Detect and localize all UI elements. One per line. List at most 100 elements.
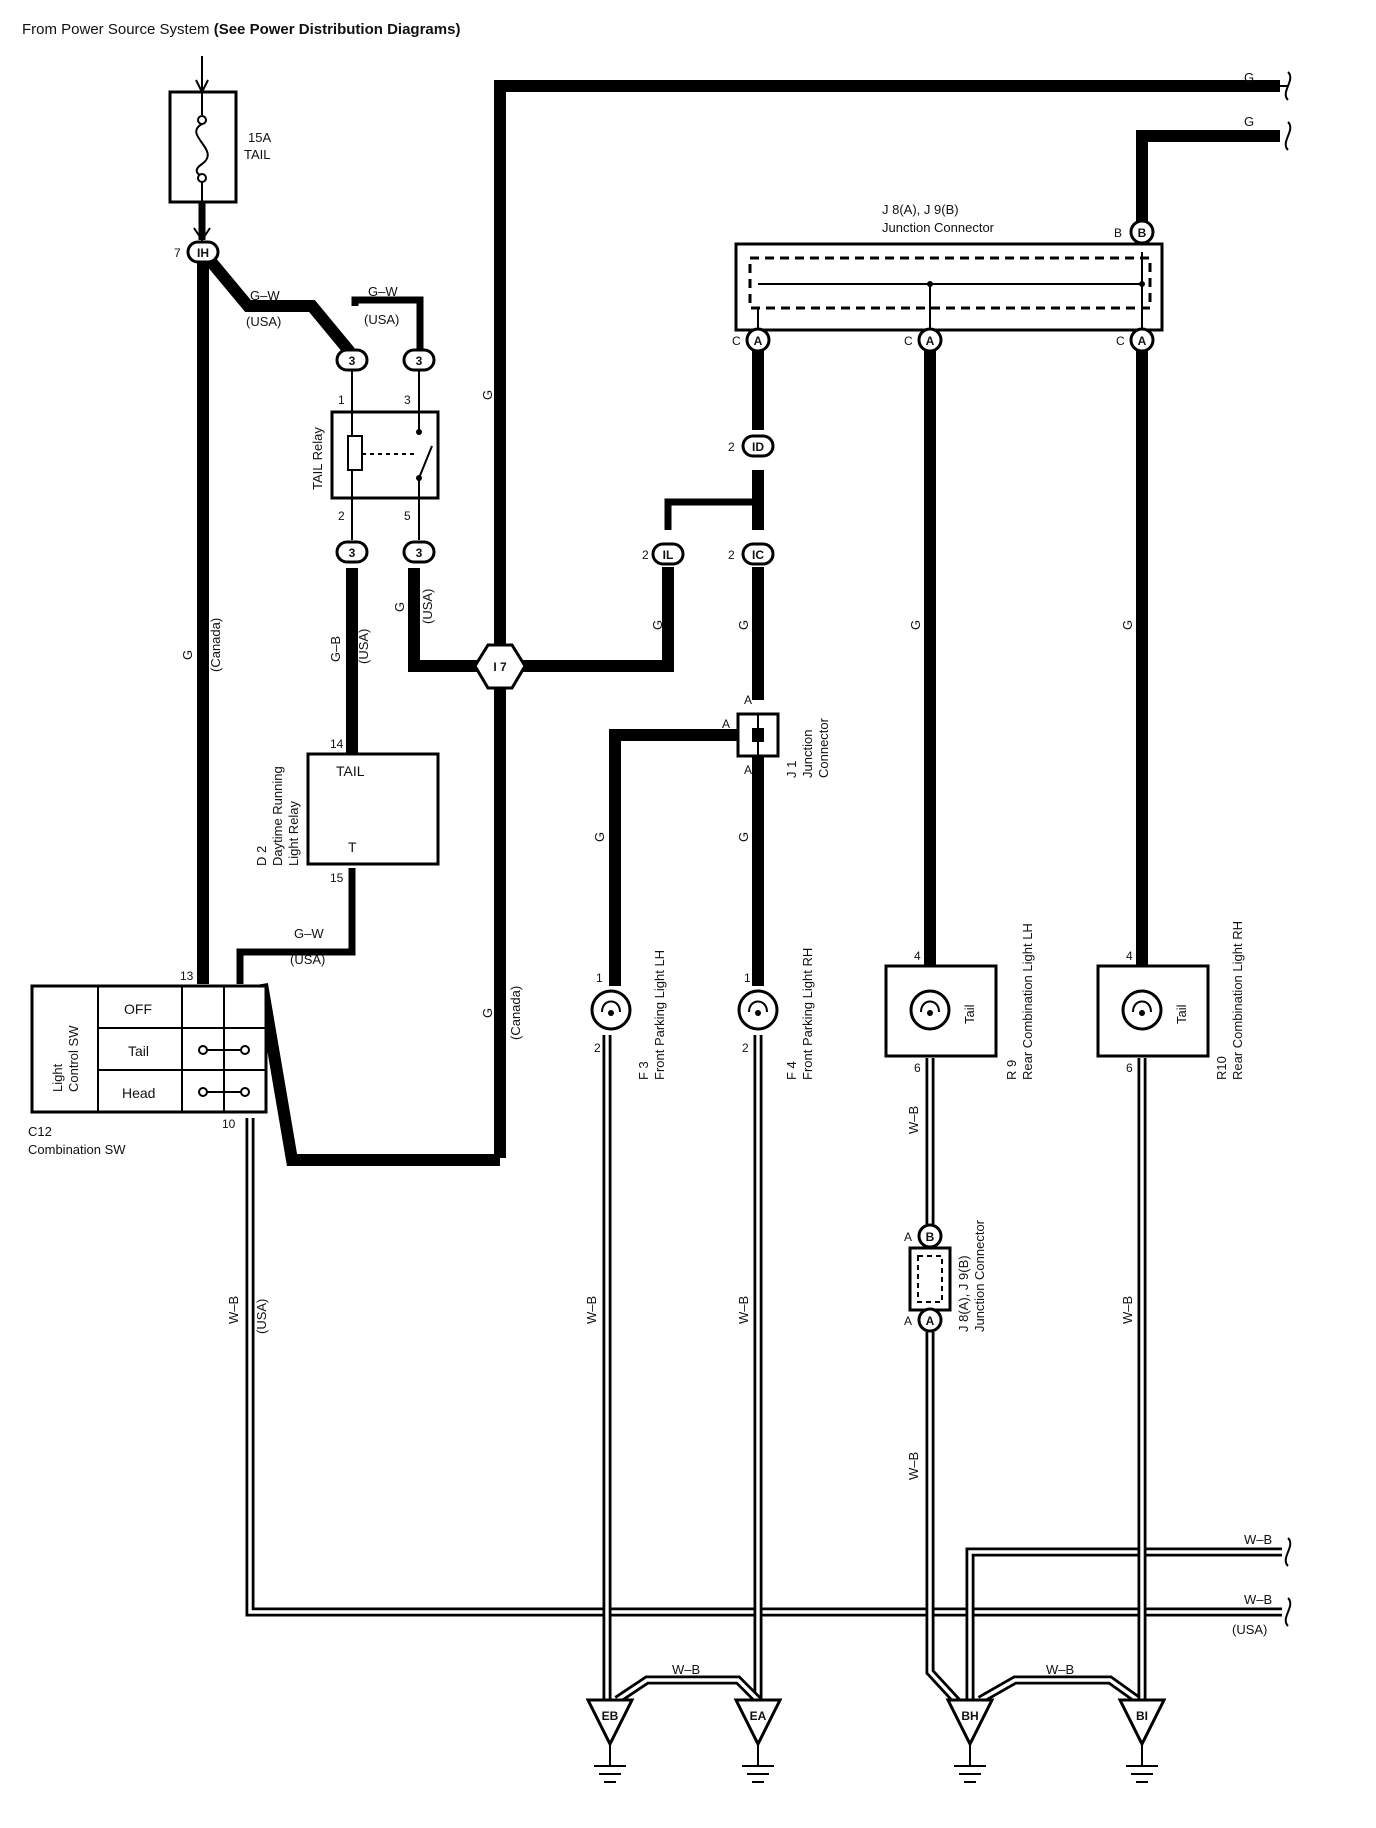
- svg-text:A: A: [744, 693, 752, 707]
- svg-text:(USA): (USA): [420, 589, 435, 624]
- svg-text:C12: C12: [28, 1124, 52, 1139]
- wire-g-i7-to-il: [521, 567, 674, 672]
- svg-text:F 3: F 3: [636, 1061, 651, 1080]
- svg-text:J 1: J 1: [784, 761, 799, 778]
- connector-3-left-bottom: 3: [335, 540, 369, 564]
- sw-pos-tail: Tail: [128, 1043, 149, 1059]
- connector-3-right-top: 3: [402, 348, 436, 372]
- connector-id: ID 2: [728, 434, 775, 458]
- fuse-15a-tail: 15A TAIL: [168, 56, 271, 204]
- svg-text:R10: R10: [1214, 1056, 1229, 1080]
- svg-text:A: A: [744, 763, 752, 777]
- rear-combination-light-rh: Tail 4 6 R10 Rear Combination Light RH: [1096, 921, 1245, 1080]
- svg-text:(USA): (USA): [254, 1299, 269, 1334]
- svg-text:I 7: I 7: [493, 660, 507, 674]
- connector-a-c3: A C: [1116, 327, 1155, 353]
- svg-text:BI: BI: [1136, 1709, 1148, 1723]
- svg-text:W–B: W–B: [672, 1662, 700, 1677]
- svg-text:(USA): (USA): [290, 952, 325, 967]
- svg-text:W–B: W–B: [1120, 1296, 1135, 1324]
- svg-text:Junction Connector: Junction Connector: [972, 1219, 987, 1332]
- tail-relay: 3 3 1 3 TAIL Relay 2 5 3 3: [310, 348, 440, 564]
- svg-text:3: 3: [349, 546, 356, 560]
- svg-text:Front Parking Light LH: Front Parking Light LH: [652, 950, 667, 1080]
- connector-ic: IC 2: [728, 542, 775, 566]
- svg-text:W–B: W–B: [226, 1296, 241, 1324]
- svg-text:C: C: [732, 334, 741, 348]
- wire-break-symbols: [1284, 71, 1292, 1627]
- svg-text:F 4: F 4: [784, 1061, 799, 1080]
- svg-text:Tail: Tail: [1174, 1004, 1189, 1024]
- svg-text:G: G: [1244, 114, 1254, 129]
- svg-text:BH: BH: [961, 1709, 978, 1723]
- svg-text:A: A: [1138, 334, 1147, 348]
- connector-3-right-bottom: 3: [402, 540, 436, 564]
- svg-text:Connector: Connector: [816, 717, 831, 778]
- wire-g-usa-to-i7: [408, 568, 481, 672]
- wire-g-canada-return: [256, 982, 500, 1166]
- svg-text:Junction Connector: Junction Connector: [882, 220, 995, 235]
- wire-g-w-upper: [198, 248, 355, 356]
- svg-text:Daytime Running: Daytime Running: [270, 766, 285, 866]
- svg-text:G: G: [650, 620, 665, 630]
- svg-text:2: 2: [642, 548, 649, 562]
- svg-text:(USA): (USA): [1232, 1622, 1267, 1637]
- svg-text:IL: IL: [663, 548, 674, 562]
- svg-text:Rear Combination Light RH: Rear Combination Light RH: [1230, 921, 1245, 1080]
- svg-text:T: T: [348, 839, 357, 855]
- svg-text:G: G: [392, 602, 407, 612]
- svg-text:C: C: [1116, 334, 1125, 348]
- svg-text:1: 1: [338, 393, 345, 407]
- connector-b-top: B B: [1114, 219, 1155, 245]
- svg-text:(Canada): (Canada): [508, 986, 523, 1040]
- svg-text:(Canada): (Canada): [208, 618, 223, 672]
- svg-text:B: B: [1114, 226, 1122, 240]
- svg-text:W–B: W–B: [736, 1296, 751, 1324]
- sw-pos-off: OFF: [124, 1001, 152, 1017]
- svg-text:ID: ID: [752, 440, 764, 454]
- svg-text:W–B: W–B: [1244, 1532, 1272, 1547]
- svg-text:Light Relay: Light Relay: [286, 800, 301, 866]
- svg-text:G: G: [1244, 70, 1254, 85]
- svg-text:G: G: [736, 832, 751, 842]
- front-parking-light-lh: 1 2 F 3 Front Parking Light LH: [590, 950, 667, 1080]
- svg-text:B: B: [1138, 226, 1147, 240]
- svg-text:IC: IC: [752, 548, 764, 562]
- wire-g-top-right: [1136, 130, 1280, 230]
- svg-text:A: A: [722, 717, 730, 731]
- svg-text:G: G: [480, 390, 495, 400]
- wire-g-w-usa-lower: [236, 868, 356, 984]
- svg-text:2: 2: [338, 509, 345, 523]
- svg-text:G: G: [480, 1008, 495, 1018]
- svg-text:Tail: Tail: [962, 1004, 977, 1024]
- svg-text:G: G: [908, 620, 923, 630]
- svg-text:R 9: R 9: [1004, 1060, 1019, 1080]
- connector-il: IL 2: [642, 542, 685, 566]
- svg-text:6: 6: [914, 1061, 921, 1075]
- svg-text:(USA): (USA): [364, 312, 399, 327]
- svg-text:G–W: G–W: [294, 926, 324, 941]
- svg-text:G: G: [180, 650, 195, 660]
- svg-text:Combination SW: Combination SW: [28, 1142, 126, 1157]
- svg-text:(USA): (USA): [246, 314, 281, 329]
- wire-g-w-usa-upper: [351, 296, 424, 352]
- tail-relay-label: TAIL Relay: [310, 427, 325, 490]
- connector-a-c1: A C: [732, 327, 771, 353]
- daytime-running-light-relay: TAIL T 14 15 D 2 Daytime Running Light R…: [254, 737, 440, 885]
- svg-text:Control SW: Control SW: [66, 1025, 81, 1092]
- svg-text:A: A: [926, 334, 935, 348]
- svg-text:Rear Combination Light LH: Rear Combination Light LH: [1020, 923, 1035, 1080]
- fuse-name: TAIL: [244, 147, 271, 162]
- connector-i7: I 7: [473, 643, 527, 690]
- svg-text:7: 7: [174, 246, 181, 260]
- svg-text:Front Parking Light RH: Front Parking Light RH: [800, 948, 815, 1080]
- connector-a-c2: A C: [904, 327, 943, 353]
- svg-text:5: 5: [404, 509, 411, 523]
- svg-text:3: 3: [416, 354, 423, 368]
- svg-text:Junction: Junction: [800, 730, 815, 778]
- power-source-note: From Power Source System (See Power Dist…: [22, 21, 460, 38]
- svg-text:W–B: W–B: [906, 1452, 921, 1480]
- svg-text:IH: IH: [197, 246, 209, 260]
- svg-text:3: 3: [349, 354, 356, 368]
